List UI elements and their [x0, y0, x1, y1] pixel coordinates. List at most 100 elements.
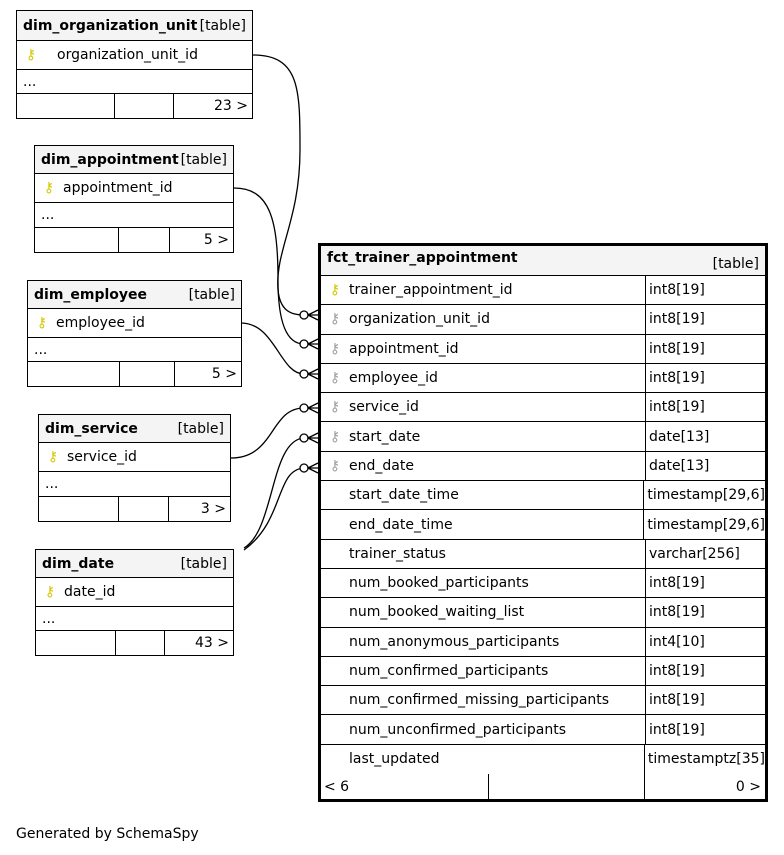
- column-row[interactable]: ⚷ date_id: [36, 578, 233, 607]
- more-columns: ...: [28, 338, 241, 362]
- table-footer: 43 >: [36, 631, 233, 655]
- table-name[interactable]: dim_employee: [34, 286, 148, 303]
- column-name[interactable]: date_id: [64, 584, 116, 600]
- primary-key-icon: ⚷: [25, 47, 37, 63]
- column-name[interactable]: organization_unit_id: [349, 311, 490, 328]
- table-dim-organization-unit[interactable]: dim_organization_unit [table] ⚷ organiza…: [16, 10, 253, 119]
- column-name[interactable]: end_date_time: [349, 516, 453, 533]
- column-row[interactable]: trainer_status varchar[256]: [321, 539, 765, 569]
- column-row[interactable]: num_booked_participants int8[19]: [321, 568, 765, 599]
- column-name[interactable]: employee_id: [56, 315, 145, 331]
- table-dim-service[interactable]: dim_service [table] ⚷ service_id ... 3 >: [38, 414, 231, 522]
- table-name[interactable]: fct_trainer_appointment: [327, 250, 518, 266]
- table-type: [table]: [180, 555, 227, 572]
- column-name[interactable]: trainer_status: [349, 545, 446, 562]
- link-emp: [240, 322, 305, 375]
- link-end-svc: [299, 403, 309, 413]
- column-name[interactable]: num_booked_waiting_list: [349, 604, 525, 621]
- table-dim-employee[interactable]: dim_employee [table] ⚷ employee_id ... 5…: [27, 280, 242, 387]
- column-type: int8[19]: [645, 334, 765, 363]
- more-columns: ...: [17, 70, 252, 94]
- table-dim-appointment[interactable]: dim_appointment [table] ⚷ appointment_id…: [34, 145, 234, 253]
- column-name[interactable]: num_confirmed_missing_participants: [349, 692, 610, 709]
- table-header[interactable]: dim_date [table]: [36, 550, 233, 578]
- primary-key-icon: ⚷: [44, 584, 56, 600]
- table-type: [table]: [177, 420, 224, 437]
- foreign-key-icon: ⚷: [329, 428, 341, 445]
- foreign-key-icon: ⚷: [329, 311, 341, 328]
- child-count[interactable]: 0 >: [735, 778, 761, 795]
- child-count[interactable]: 5 >: [203, 232, 229, 248]
- child-count[interactable]: 3 >: [200, 501, 226, 517]
- column-type: int8[19]: [645, 686, 765, 715]
- table-name[interactable]: dim_organization_unit: [23, 17, 198, 34]
- column-name[interactable]: employee_id: [349, 370, 438, 387]
- table-name[interactable]: dim_appointment: [41, 151, 179, 168]
- column-name[interactable]: start_date_time: [349, 487, 459, 504]
- column-name[interactable]: service_id: [67, 449, 137, 465]
- column-type: date[13]: [645, 422, 765, 451]
- column-name[interactable]: service_id: [349, 399, 419, 416]
- column-name[interactable]: num_unconfirmed_participants: [349, 721, 567, 738]
- link-date1: [243, 437, 305, 549]
- column-type: timestamptz[35]: [643, 744, 765, 775]
- column-name[interactable]: start_date: [349, 428, 421, 445]
- table-dim-date[interactable]: dim_date [table] ⚷ date_id ... 43 >: [35, 549, 234, 656]
- table-fct-trainer-appointment[interactable]: fct_trainer_appointment [table] ⚷ trainer…: [318, 243, 768, 803]
- child-count[interactable]: 43 >: [195, 635, 229, 651]
- more-columns: ...: [39, 472, 230, 497]
- parent-count[interactable]: < 6: [321, 774, 489, 800]
- table-name[interactable]: dim_date: [42, 555, 115, 572]
- table-header[interactable]: fct_trainer_appointment [table]: [321, 246, 765, 276]
- column-type: int8[19]: [645, 363, 765, 393]
- link-end-date2: [299, 463, 309, 473]
- column-type: int8[19]: [645, 393, 765, 422]
- child-count[interactable]: 5 >: [211, 366, 237, 382]
- column-row[interactable]: ⚷ service_id: [39, 443, 230, 472]
- column-name[interactable]: trainer_appointment_id: [349, 282, 513, 299]
- table-name[interactable]: dim_service: [45, 420, 138, 437]
- column-name[interactable]: num_booked_participants: [349, 575, 529, 592]
- table-header[interactable]: dim_organization_unit [table]: [17, 11, 252, 41]
- column-row[interactable]: num_confirmed_missing_participants int8[1…: [321, 686, 765, 716]
- column-row[interactable]: last_updated timestamptz[35]: [321, 744, 765, 775]
- column-name[interactable]: appointment_id: [63, 180, 173, 196]
- column-name[interactable]: appointment_id: [349, 340, 459, 357]
- link-end-org: [299, 310, 309, 320]
- column-name[interactable]: last_updated: [349, 751, 440, 768]
- column-row[interactable]: ⚷ start_date date[13]: [321, 422, 765, 452]
- column-type: timestamp[29,6]: [643, 481, 765, 510]
- child-count[interactable]: 23 >: [214, 98, 248, 114]
- column-type: varchar[256]: [645, 539, 765, 568]
- table-type: [table]: [180, 151, 227, 168]
- column-row[interactable]: start_date_time timestamp[29,6]: [321, 481, 765, 511]
- generated-by-footer[interactable]: Generated by SchemaSpy: [16, 826, 199, 842]
- column-row[interactable]: ⚷ appointment_id: [35, 174, 233, 203]
- column-name[interactable]: end_date: [349, 457, 414, 474]
- primary-key-icon: ⚷: [329, 282, 341, 299]
- column-row[interactable]: ⚷ organization_unit_id: [17, 41, 252, 70]
- column-type: int8[19]: [645, 568, 765, 598]
- table-header[interactable]: dim_service [table]: [39, 415, 230, 443]
- table-header[interactable]: dim_appointment [table]: [35, 146, 233, 174]
- link-date2: [243, 467, 305, 551]
- table-header[interactable]: dim_employee [table]: [28, 281, 241, 309]
- table-footer: 5 >: [28, 362, 241, 386]
- column-name[interactable]: num_anonymous_participants: [349, 633, 560, 650]
- column-row[interactable]: ⚷ employee_id: [28, 309, 241, 338]
- column-name[interactable]: organization_unit_id: [57, 47, 198, 63]
- column-name[interactable]: num_confirmed_participants: [349, 663, 549, 679]
- table-type: [table]: [188, 286, 235, 303]
